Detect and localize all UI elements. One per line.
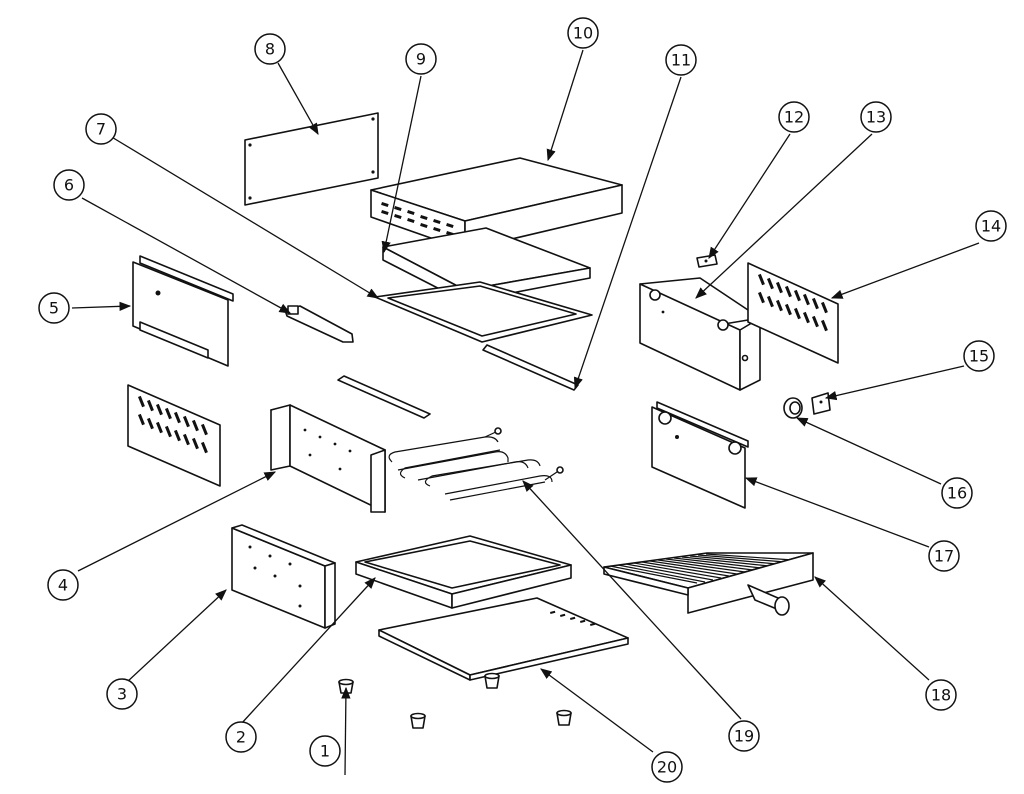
leader-7 [109, 135, 380, 299]
leader-1 [341, 686, 351, 776]
leader-17 [744, 477, 930, 548]
callout-1-label: 1 [320, 742, 330, 761]
callout-2: 2 [225, 721, 257, 753]
callout-8-label: 8 [265, 40, 275, 59]
callout-3-label: 3 [117, 685, 127, 704]
part-16-knob [783, 397, 803, 419]
callout-18: 18 [925, 679, 957, 711]
part-7-frame [374, 281, 593, 343]
callout-19: 19 [728, 720, 760, 752]
callout-2-label: 2 [236, 728, 246, 747]
callout-20-label: 20 [657, 758, 677, 777]
callout-9-label: 9 [416, 50, 426, 69]
callout-14-label: 14 [981, 217, 1001, 236]
part-17-side-panel [651, 401, 749, 509]
part-18-grill-rack [603, 552, 814, 616]
callout-13-label: 13 [866, 108, 886, 127]
leader-6 [81, 197, 292, 314]
callout-16: 16 [941, 477, 973, 509]
leader-13 [695, 133, 873, 299]
callout-10: 10 [567, 17, 599, 49]
callout-14: 14 [975, 210, 1007, 242]
callout-13: 13 [860, 101, 892, 133]
part-20-base-plate [378, 597, 629, 681]
callout-5: 5 [38, 292, 70, 324]
leader-14 [830, 242, 980, 299]
leader-10 [546, 49, 584, 162]
leader-20 [540, 668, 654, 753]
leader-3 [126, 589, 227, 683]
part-6-bar [284, 305, 354, 343]
callout-3: 3 [106, 678, 138, 710]
callout-6-label: 6 [64, 176, 74, 195]
part-11-rail [482, 344, 579, 391]
part-19-heating-element [388, 427, 564, 501]
leader-lines [71, 49, 980, 776]
leader-4 [77, 471, 277, 572]
leader-12 [708, 133, 791, 259]
callout-11-label: 11 [671, 51, 691, 70]
leader-18 [814, 576, 930, 681]
callout-7: 7 [85, 113, 117, 145]
callout-10-label: 10 [573, 24, 593, 43]
callout-11: 11 [665, 44, 697, 76]
leader-5 [71, 301, 132, 312]
left-vented-panel [127, 384, 221, 487]
part-1-feet [338, 672, 572, 729]
part-14-right-vented-panel [747, 262, 839, 364]
callout-1: 1 [309, 735, 341, 767]
leader-11 [573, 76, 682, 390]
part-15-bracket [811, 392, 831, 415]
part-5-side-panel [132, 255, 234, 367]
part-2-drip-tray [355, 535, 572, 609]
part-9-inner-tray [382, 227, 591, 303]
callout-8: 8 [254, 33, 286, 65]
callout-16-label: 16 [947, 484, 967, 503]
leader-15 [824, 365, 965, 401]
callout-17-label: 17 [934, 547, 954, 566]
callout-4: 4 [47, 569, 79, 601]
leader-16 [795, 417, 942, 485]
callout-20: 20 [651, 751, 683, 783]
leader-8 [277, 62, 319, 136]
callout-12: 12 [778, 101, 810, 133]
part-3-front-panel [231, 524, 336, 629]
callout-4-label: 4 [58, 576, 68, 595]
callout-9: 9 [405, 43, 437, 75]
callout-12-label: 12 [784, 108, 804, 127]
leader-2 [240, 577, 376, 725]
upper-small-rail [337, 375, 431, 419]
callout-6: 6 [53, 169, 85, 201]
leader-19 [522, 480, 742, 720]
callout-7-label: 7 [96, 120, 106, 139]
part-8-plate [244, 112, 379, 206]
part-4-front-box [270, 404, 386, 513]
part-12-clip [696, 254, 718, 268]
callout-17: 17 [928, 540, 960, 572]
callout-15-label: 15 [969, 347, 989, 366]
callout-18-label: 18 [931, 686, 951, 705]
leader-9 [381, 75, 422, 254]
callout-19-label: 19 [734, 727, 754, 746]
callout-5-label: 5 [49, 299, 59, 318]
callout-15: 15 [963, 340, 995, 372]
